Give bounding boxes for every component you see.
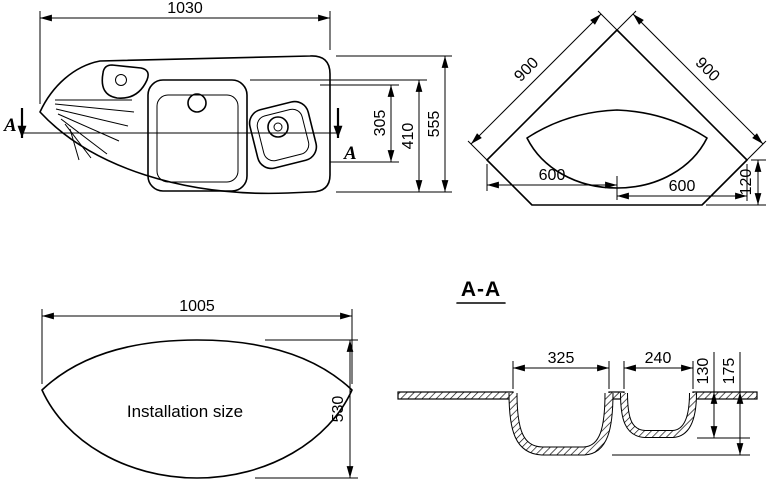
section-title: A-A [461,278,501,301]
corner-bowl-drain-hole [115,74,127,86]
dim-130-label: 130 [695,358,712,385]
dim-555-label: 555 [426,111,443,138]
section-title-group: A-A [456,278,506,304]
dim-120-label: 120 [738,169,755,196]
dim-1005-label: 1005 [179,298,215,315]
dim-130: 130 [695,352,750,439]
section-cut-line: A A [3,108,357,164]
dim-600-left-label: 600 [539,167,566,184]
dim-530-label: 530 [330,396,347,423]
dim-530: 530 [255,339,358,479]
dim-600-left: 600 [486,164,618,200]
dim-1030: 1030 [39,0,331,104]
right-small-bowl [248,100,318,170]
corner-view-drawing: 900 900 600 600 120 [467,10,767,206]
dim-410: 410 [250,79,427,192]
main-bowl [147,79,248,192]
dim-175: 175 [612,352,750,456]
installation-caption: Installation size [127,402,243,421]
dim-240-label: 240 [645,350,672,367]
dim-1030-label: 1030 [167,0,203,17]
dim-175-label: 175 [721,358,738,385]
dim-305-label: 305 [372,110,389,137]
dim-555: 555 [336,55,452,193]
tap-hole [187,93,207,113]
dim-900-right-label: 900 [692,54,723,85]
dim-1005: 1005 [41,298,353,384]
dim-120: 120 [706,159,766,206]
dim-325-label: 325 [548,350,575,367]
corner-small-bowl [101,64,149,99]
dim-240: 240 [623,350,694,389]
dim-600-right-label: 600 [669,178,696,195]
drainer-ribs [54,99,135,161]
dim-900-left: 900 [467,10,618,161]
top-view-drawing: A A 1030 555 410 305 [3,0,452,195]
dim-325: 325 [512,350,610,389]
dim-900-left-label: 900 [511,54,542,85]
sink-outline [39,55,331,195]
section-letter-mid: A [343,143,357,164]
dim-900-right: 900 [616,10,767,161]
section-letter-left: A [3,115,17,136]
countertop-slab [397,391,758,400]
section-view-drawing: A-A 325 24 [397,278,758,456]
installation-view-drawing: Installation size 1005 530 [41,298,358,479]
right-bowl-drain-hole [267,116,289,138]
small-bowl-section [620,392,697,438]
dim-305: 305 [320,84,399,163]
dim-600-right: 600 [617,164,748,201]
dim-410-label: 410 [400,123,417,150]
main-bowl-section [508,392,614,456]
